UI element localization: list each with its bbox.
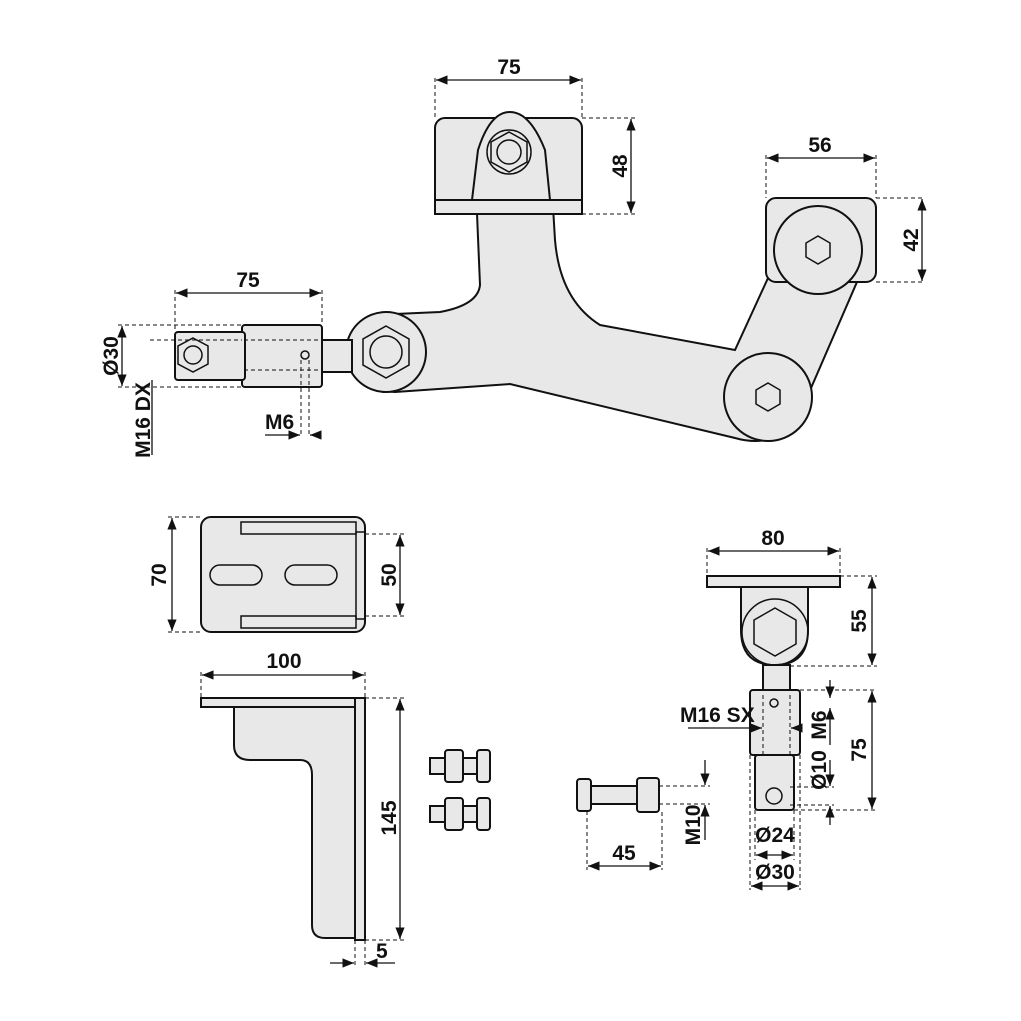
dim-rod-length: 75	[236, 269, 260, 292]
dim-angle-thickness: 5	[376, 940, 388, 963]
dim-lower-pin: M6	[808, 710, 831, 739]
angle-bracket: 100 145 5	[200, 650, 405, 968]
bolt-pair	[429, 749, 491, 831]
dim-lower-width: 80	[761, 527, 784, 550]
dim-rod-thread: M16 DX	[132, 382, 155, 458]
dim-angle-height: 145	[378, 800, 401, 835]
bolt-side-view: M10 45	[576, 760, 710, 871]
dim-outer-diameter: Ø30	[755, 861, 795, 884]
dim-angle-width: 100	[266, 650, 301, 673]
dim-rod-pin: M6	[265, 411, 294, 434]
dim-lower-length: 75	[848, 738, 871, 762]
dim-bolt-length: 45	[612, 842, 636, 865]
top-dimensions: 75 48 56 42 75 Ø30 M16 DX M6	[100, 56, 927, 458]
dim-lower-hole: Ø10	[808, 750, 831, 790]
dim-right-width: 56	[808, 134, 831, 157]
dim-slot-span: 50	[378, 563, 401, 586]
slotted-plate: 70 50	[148, 516, 405, 633]
dim-bolt-thread: M10	[682, 805, 705, 846]
dim-lower-thread: M16 SX	[680, 704, 755, 727]
swivel-bracket: 80 55 75 M16 SX M6 Ø10 Ø24 Ø30	[680, 527, 877, 891]
linkage-arm	[174, 110, 877, 442]
dim-inner-diameter: Ø24	[755, 824, 795, 847]
dim-right-height: 42	[900, 228, 923, 251]
dim-rod-diameter: Ø30	[100, 336, 123, 376]
dim-lower-height: 55	[848, 609, 871, 633]
dim-plate-height: 70	[148, 563, 171, 586]
dim-top-height: 48	[609, 154, 632, 178]
dim-top-width: 75	[497, 56, 521, 79]
